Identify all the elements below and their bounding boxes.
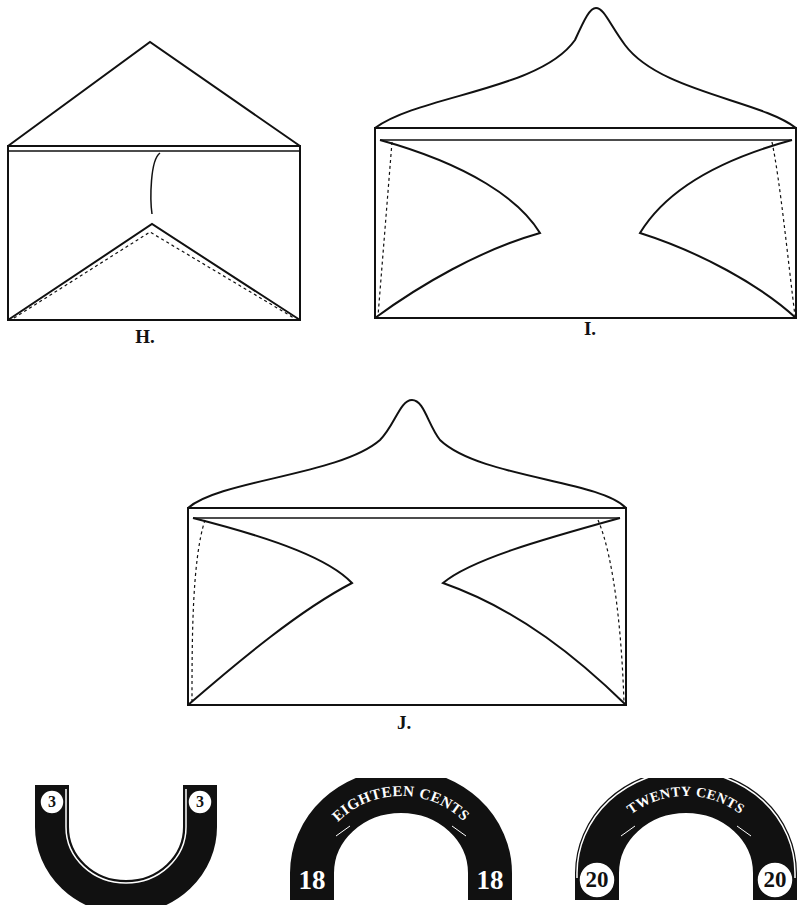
stamp-value-text: TWENTY CENTS xyxy=(624,784,748,817)
ornament xyxy=(336,826,350,836)
ornament xyxy=(737,826,751,836)
ornament xyxy=(452,826,466,836)
ornament xyxy=(621,826,635,836)
text-guide xyxy=(597,791,775,873)
number-circle xyxy=(757,862,793,898)
denomination-number: 20 xyxy=(586,867,609,893)
denomination-number: 18 xyxy=(477,865,504,896)
number-circle xyxy=(188,790,212,814)
envelope-i xyxy=(375,8,796,318)
number-circle xyxy=(40,790,64,814)
stamp-band: 33 xyxy=(30,785,222,905)
denomination-number: 3 xyxy=(48,793,56,811)
denomination-number: 18 xyxy=(299,865,326,896)
stamp-inner-line xyxy=(66,789,186,883)
figure-label: J. xyxy=(397,712,411,734)
stamp-band: TWENTY CENTS 20 20 xyxy=(573,778,799,900)
denomination-number: 20 xyxy=(764,867,787,893)
envelope-j xyxy=(188,400,626,705)
figure-label: I. xyxy=(584,318,596,340)
stamp-value-text: EIGHTEEN CENTS xyxy=(329,783,473,825)
denomination-number: 3 xyxy=(196,793,204,811)
figure-label: H. xyxy=(135,326,155,348)
text-guide xyxy=(312,791,490,873)
stamp-shape xyxy=(30,785,222,905)
stamp-band-shape xyxy=(597,791,775,900)
stamp-value-text: EIGHTEEN CENTS xyxy=(329,783,473,825)
stamp-value-text: TWENTY CENTS xyxy=(624,784,748,817)
stamp-band: EIGHTEEN CENTS 18 18 xyxy=(288,778,514,900)
stamp-band-shape xyxy=(52,785,200,897)
stamp-inner-line xyxy=(577,778,795,878)
envelope-h xyxy=(8,42,300,320)
number-circle xyxy=(579,862,615,898)
